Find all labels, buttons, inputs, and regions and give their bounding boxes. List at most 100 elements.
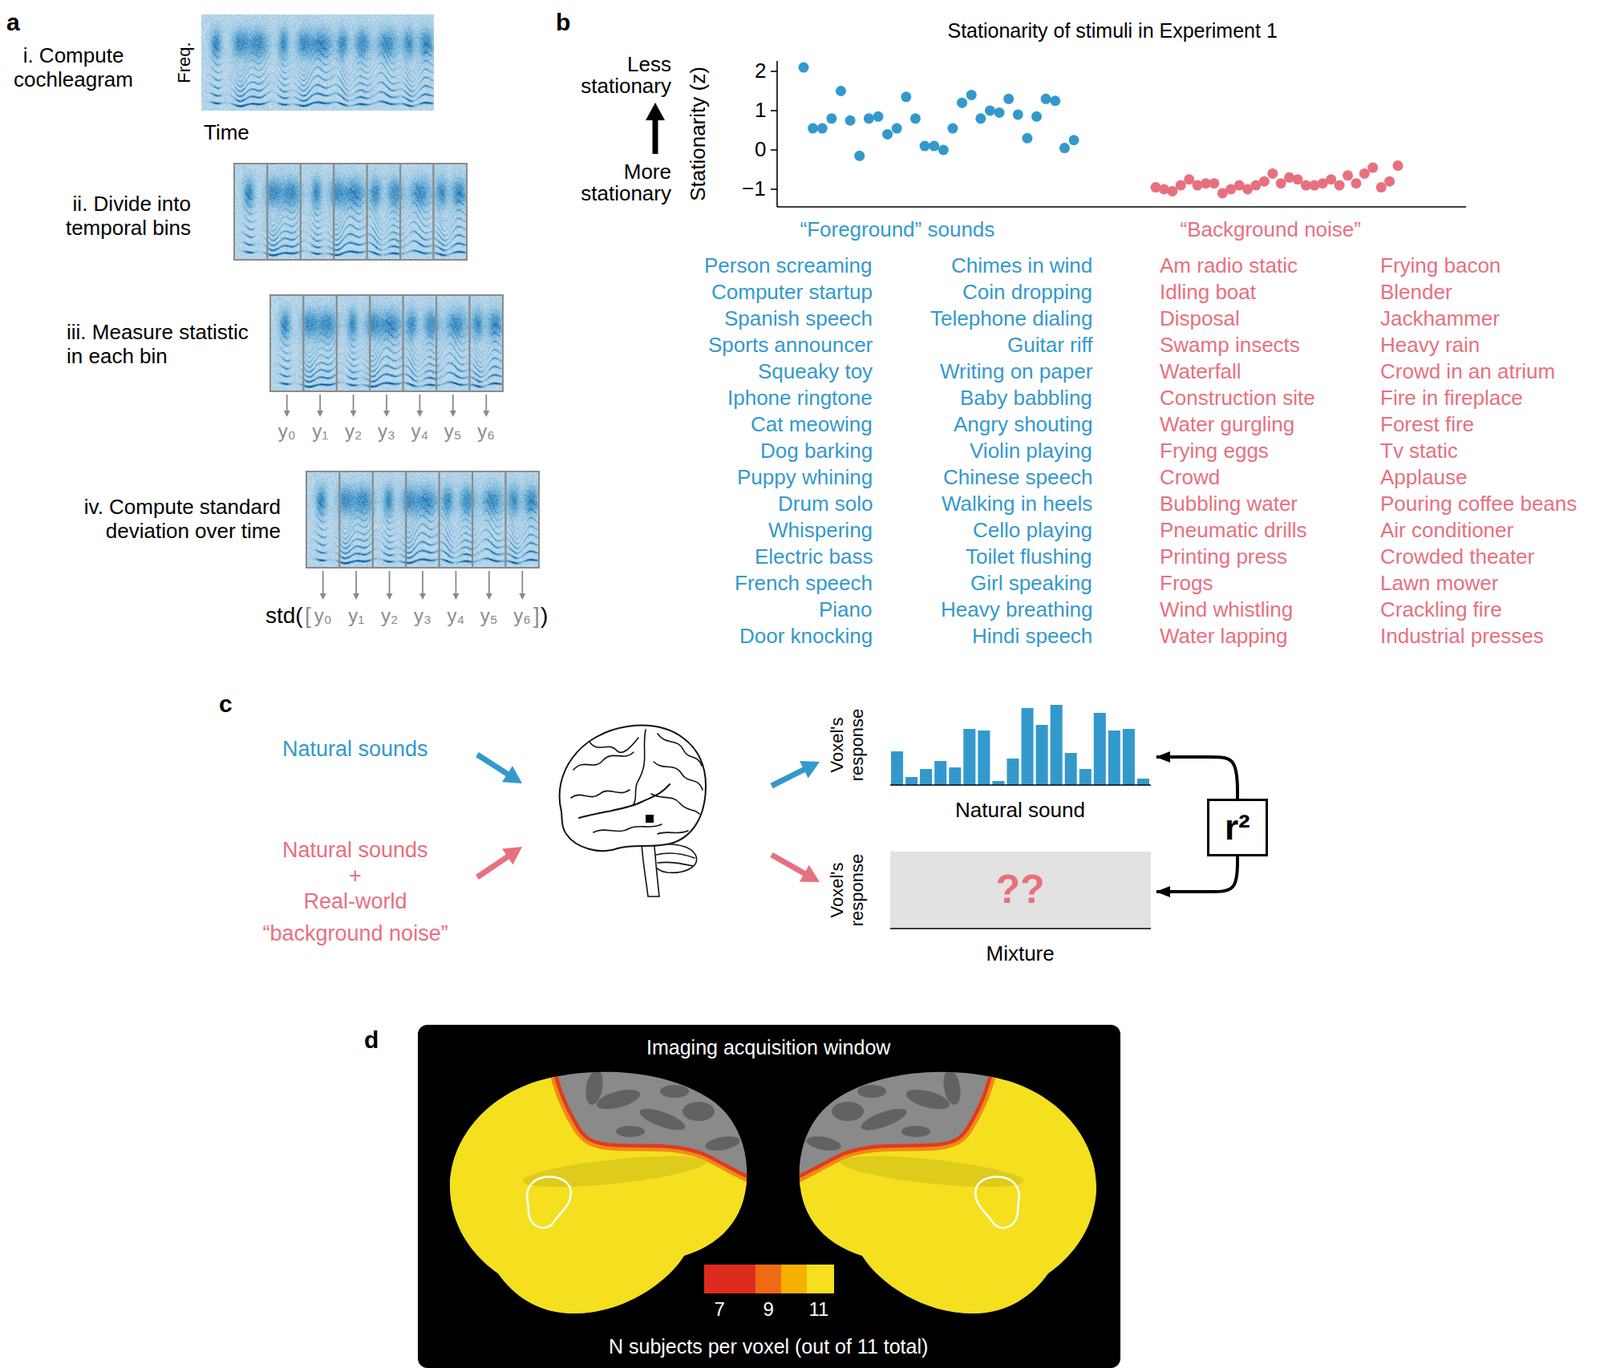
tick-label: 2 [754,59,766,84]
direction-arrow [645,102,665,121]
data-dot [891,123,903,134]
chart-panel: Voxel's responseNatural sound [822,694,1155,828]
colorbar-tick: 11 [809,1298,830,1321]
bracket: ) [540,603,548,629]
dots-background [1150,160,1404,199]
sound-name: Crackling fire [1380,598,1503,623]
panel-letter: a [6,8,21,37]
sound-name: Bubbling water [1159,492,1298,517]
response-bar [1006,758,1019,786]
sound-name: Heavy rain [1380,333,1480,358]
temporal-bin [270,295,503,392]
step-label: i. Compute cochleagram [3,44,144,93]
direction-arrow [652,119,659,154]
bin-frame [400,163,434,260]
response-bar [1122,729,1135,786]
folia [657,862,693,867]
temporal-bin [306,471,539,568]
bin-frame [336,295,370,392]
bin-frame [270,295,304,392]
sound-name: Sports announcer [708,333,873,358]
bin-arrow [352,394,355,412]
temporal-bin [234,163,467,260]
bin-value: y₆ [477,420,495,443]
output-arrow [799,865,820,883]
bin-arrow [388,571,391,595]
data-dot [947,123,958,134]
bin-frame [267,163,300,260]
sound-name: Hindi speech [972,624,1093,649]
bin-arrow [322,571,325,595]
temporal-bin [234,163,467,260]
gyrus [657,830,689,835]
gyrus [651,793,700,815]
gyrus [593,824,662,833]
bin-arrow [416,410,423,418]
bin-frame [303,295,337,392]
bin-frame [339,471,373,568]
data-dot [1384,176,1395,187]
sound-name: Idling boat [1159,280,1256,305]
response-bar [948,767,961,786]
temporal-bin [234,163,467,260]
data-dot [826,113,837,124]
data-dot [835,85,847,97]
axis-tick [770,149,778,151]
unknown-area [890,851,1151,929]
sound-name: Computer startup [711,280,873,305]
baseline [890,927,1151,930]
axis-tick [770,109,778,112]
response-bar [1137,778,1150,786]
sound-name: Baby babbling [960,386,1093,411]
sound-name: Coin dropping [962,280,1093,305]
bin-arrow [352,593,360,600]
bin-frame [403,295,437,392]
sound-name: Spanish speech [724,307,873,332]
drawing-rect [781,1264,807,1294]
cochleagram-slice [306,471,539,568]
sound-name: Cello playing [972,518,1093,543]
data-dot [1350,178,1362,189]
temporal-bin [270,295,503,392]
step-label: iii. Measure statistic in each bin [66,320,260,369]
sound-name: Puppy whining [737,465,873,491]
bin-arrow [486,593,493,600]
panel-title: Imaging acquisition window [646,1036,891,1060]
cochleagram-slice [306,471,539,568]
input-arrow [502,846,523,865]
bracket: ] [533,603,540,629]
axis-tick [770,188,778,191]
sound-name: Frogs [1159,571,1213,596]
bin-arrow [452,593,459,600]
bracket: [ [304,603,312,629]
folia [656,853,695,859]
voxel-square [645,814,654,823]
bin-arrow [319,394,321,412]
bin-value: y₀ [278,420,296,443]
bin-arrow [355,571,357,595]
cochleagram-slice [306,471,539,568]
bin-arrow [485,394,487,412]
data-dot [1393,160,1404,171]
response-bar [1036,725,1049,786]
bin-frame [439,471,473,568]
imaging-panel: Imaging acquisition window7911N subjects… [417,1024,1121,1368]
colorbar-label: N subjects per voxel (out of 11 total) [608,1335,928,1359]
bin-frame [369,295,403,392]
bin-arrow [421,571,424,595]
data-dot [1367,162,1378,174]
connector-arrow [1156,757,1238,799]
sound-name: Chimes in wind [951,254,1093,279]
stimulus-label: Natural sounds [282,737,429,762]
bin-arrow [286,394,288,412]
bin-frame [405,471,439,568]
gyrus [571,789,630,798]
cochleagram [201,14,434,111]
bin-value: y₄ [446,604,465,628]
axis-label: Stationarity (z) [686,66,711,202]
temporal-bin [270,295,503,392]
response-bar [1065,753,1078,786]
temporal-bin [306,471,539,568]
output-arrow [771,769,805,786]
sylvian-fissure [579,784,670,819]
